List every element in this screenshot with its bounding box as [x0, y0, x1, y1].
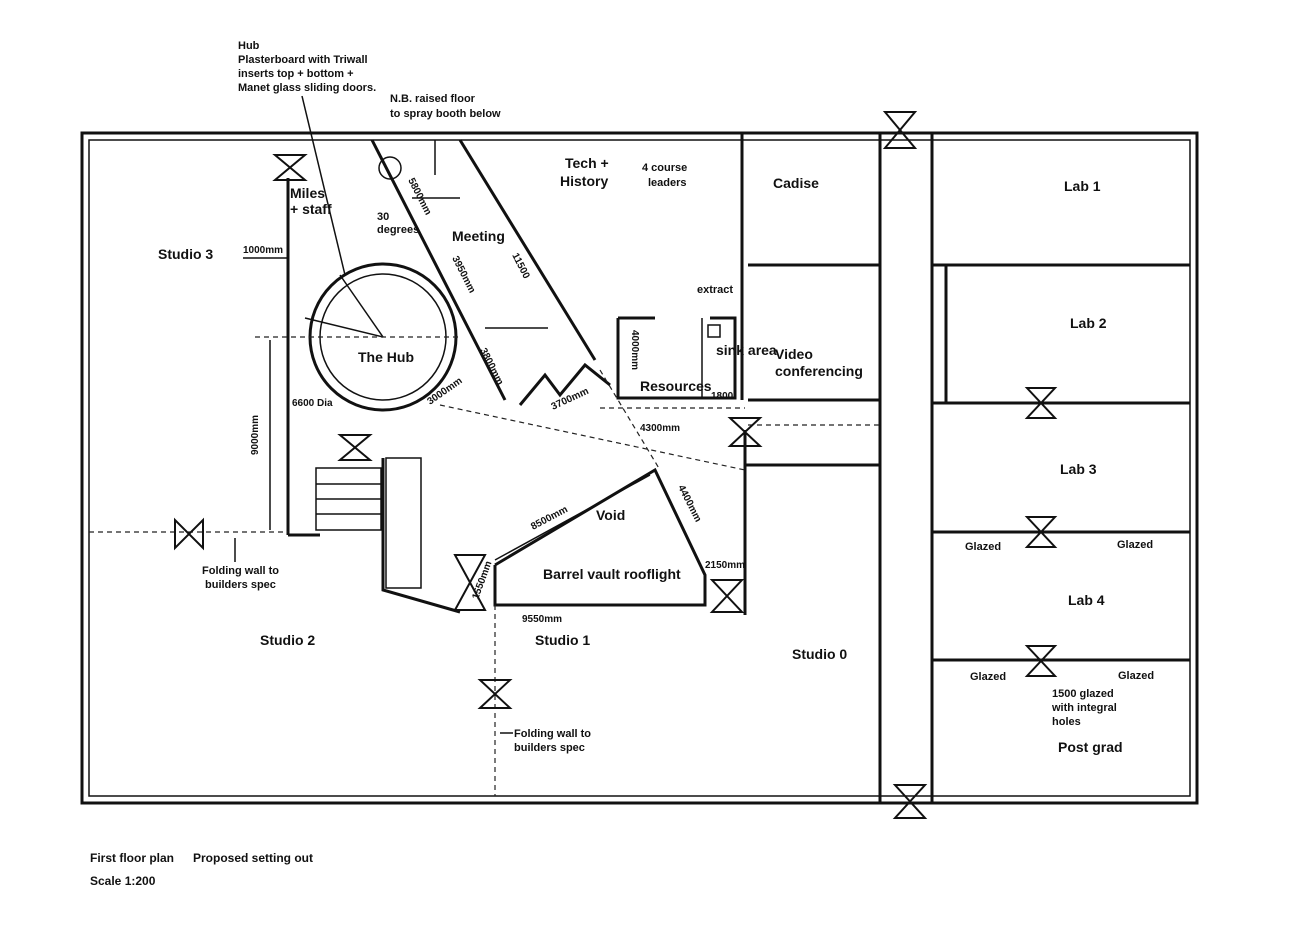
- room-lab4: Lab 4: [1068, 592, 1105, 608]
- note-glazed-lab3-right: Glazed: [1117, 539, 1153, 551]
- note-integral-holes: 1500 glazed: [1052, 688, 1114, 700]
- note-integral-holes-2: with integral: [1051, 702, 1117, 714]
- annotations: Hub Plasterboard with Triwall inserts to…: [202, 40, 1154, 754]
- dim-1000: 1000mm: [243, 245, 283, 256]
- room-lab1: Lab 1: [1064, 178, 1101, 194]
- note-folding-bottom: Folding wall to: [514, 728, 591, 740]
- room-video-conferencing-2: conferencing: [775, 363, 863, 379]
- dim-3800: 3800mm: [477, 346, 505, 387]
- dim-4000: 4000mm: [629, 330, 640, 370]
- room-studio3: Studio 3: [158, 246, 213, 262]
- room-void: Void: [596, 507, 625, 523]
- note-raised-floor: N.B. raised floor: [390, 93, 476, 105]
- room-studio1: Studio 1: [535, 632, 590, 648]
- room-course-leaders: 4 course: [642, 162, 687, 174]
- caption-subtitle: Proposed setting out: [193, 851, 313, 865]
- room-post-grad: Post grad: [1058, 739, 1123, 755]
- dim-4400: 4400mm: [675, 483, 703, 524]
- dim-3950: 3950mm: [449, 254, 477, 295]
- hub-pod: [255, 262, 460, 412]
- room-resources: Resources: [640, 378, 712, 394]
- room-lab2: Lab 2: [1070, 315, 1107, 331]
- dim-2150: 2150mm: [705, 560, 745, 571]
- room-labels: Studio 3 Studio 2 Studio 1 Studio 0 The …: [158, 155, 1123, 755]
- studio0-walls: [743, 430, 880, 615]
- note-folding-bottom-2: builders spec: [514, 742, 585, 754]
- note-glazed-lab4-left: Glazed: [970, 671, 1006, 683]
- note-glazed-lab3-left: Glazed: [965, 541, 1001, 553]
- room-course-leaders-2: leaders: [648, 177, 687, 189]
- dim-1800: 1800: [711, 391, 734, 402]
- room-cadise: Cadise: [773, 175, 819, 191]
- room-miles-staff: Miles: [290, 185, 325, 201]
- setting-out-lines: [89, 369, 880, 796]
- room-sink-area: sink area: [716, 342, 777, 358]
- resources-walls: [616, 316, 737, 400]
- note-raised-floor-2: to spray booth below: [390, 108, 501, 120]
- dim-11500: 11500: [509, 251, 531, 281]
- room-miles-staff-2: + staff: [290, 201, 332, 217]
- dim-4300: 4300mm: [640, 423, 680, 434]
- note-angle-2: degrees: [377, 224, 419, 236]
- note-hub: Hub: [238, 40, 260, 52]
- dim-8500: 8500mm: [529, 504, 570, 533]
- dim-1550: 1550mm: [470, 560, 494, 601]
- note-folding-left: Folding wall to: [202, 565, 279, 577]
- caption-scale: Scale 1:200: [90, 874, 156, 888]
- note-glazed-lab4-right: Glazed: [1118, 670, 1154, 682]
- miles-staff-walls: [286, 178, 320, 537]
- room-tech-history-2: History: [560, 173, 608, 189]
- plan-caption: First floor plan Proposed setting out Sc…: [90, 851, 313, 888]
- room-lab3: Lab 3: [1060, 461, 1097, 477]
- corridor-walls: [878, 133, 934, 803]
- outer-walls: [80, 131, 1199, 805]
- room-the-hub: The Hub: [358, 349, 414, 365]
- label-extract: extract: [697, 284, 733, 296]
- room-tech-history: Tech +: [565, 155, 609, 171]
- note-angle: 30: [377, 211, 389, 223]
- note-folding-left-2: builders spec: [205, 579, 276, 591]
- meeting-walls: [370, 139, 611, 406]
- dim-9550: 9550mm: [522, 614, 562, 625]
- dim-9000: 9000mm: [250, 415, 261, 455]
- note-hub-4: Manet glass sliding doors.: [238, 82, 376, 94]
- room-video-conferencing: Video: [775, 346, 813, 362]
- dim-6600: 6600 Dia: [292, 398, 333, 409]
- lab-partitions: [932, 263, 1190, 662]
- cadise-video-walls: [740, 133, 880, 402]
- door-symbols: [174, 111, 1058, 819]
- note-integral-holes-3: holes: [1052, 716, 1081, 728]
- caption-title: First floor plan: [90, 851, 174, 865]
- room-barrel-vault: Barrel vault rooflight: [543, 566, 681, 582]
- void-outline: [493, 467, 707, 607]
- room-studio0: Studio 0: [792, 646, 847, 662]
- stair-core: [315, 457, 461, 614]
- room-studio2: Studio 2: [260, 632, 315, 648]
- note-hub-3: inserts top + bottom +: [238, 68, 354, 80]
- note-hub-2: Plasterboard with Triwall: [238, 54, 368, 66]
- room-meeting: Meeting: [452, 228, 505, 244]
